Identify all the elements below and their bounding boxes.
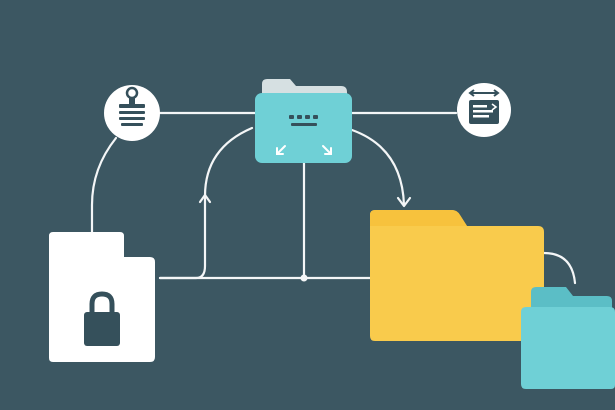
arrow-down-icon [396,196,412,208]
junction-dot [300,274,308,282]
yellow-folder-icon [370,210,544,341]
locked-document-icon [49,232,155,362]
teal-folder-icon [521,287,615,389]
document-transfer-icon [457,83,511,137]
line-left-badge-to-document [90,136,118,234]
line-folder-to-center-folder [350,128,406,207]
line-yellow-to-teal-folder [540,251,577,285]
shared-folder-icon [255,79,352,163]
stamp-icon [104,85,160,141]
line-up-arrow-branch [158,126,254,280]
arrow-up-icon [198,193,212,204]
